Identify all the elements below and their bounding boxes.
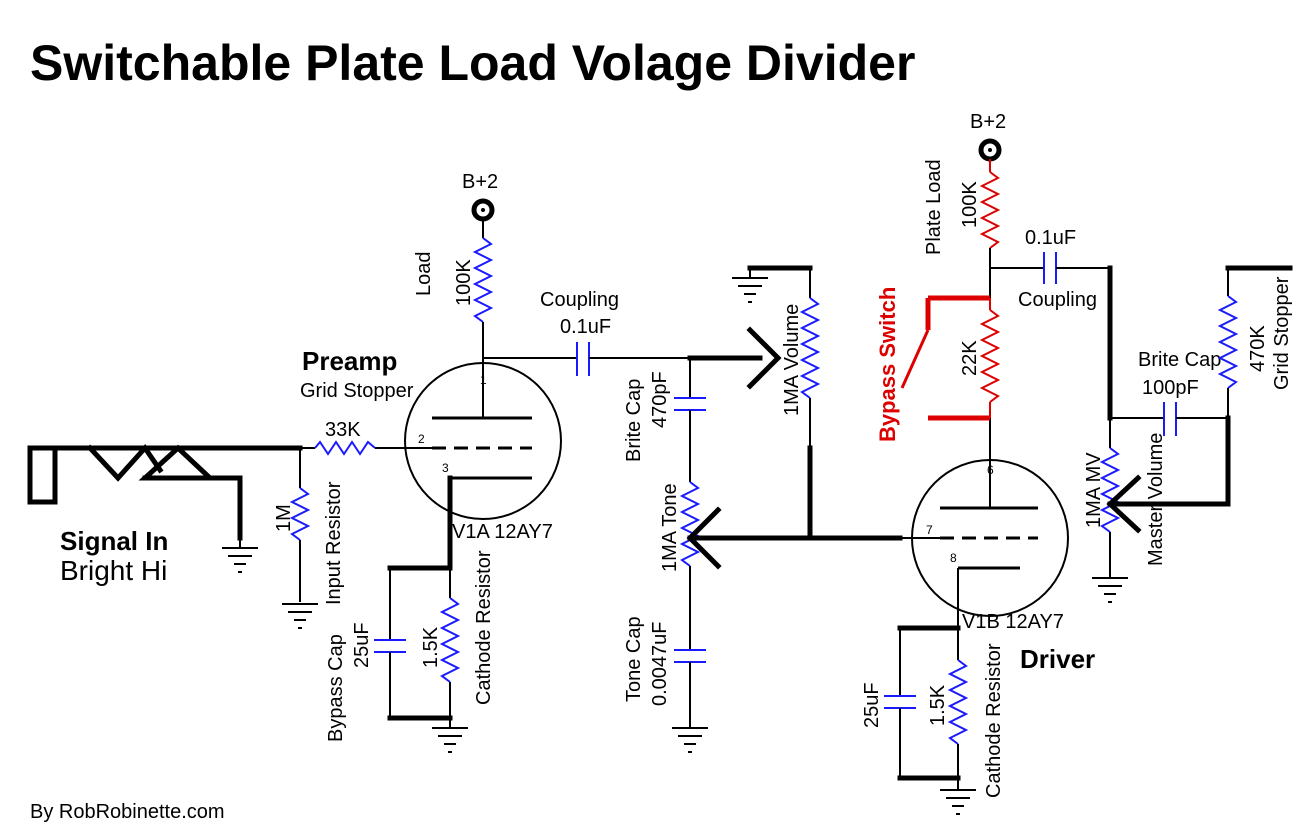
v1a-pin-grid: 2 [418, 432, 425, 446]
input-resistor [289, 487, 311, 541]
volume-wiper-arrow [746, 326, 782, 390]
master-volume-pot [1099, 447, 1121, 533]
preamp-load-value: 100K [453, 259, 475, 306]
tone-brite-cap [674, 397, 706, 411]
driver-cathode-resistor-label: Cathode Resistor [983, 643, 1005, 798]
b-plus-right-label: B+2 [970, 111, 1006, 133]
preamp-load-resistor [472, 237, 494, 323]
volume-label: 1MA Volume [781, 304, 803, 416]
ground-symbol-master [1092, 577, 1128, 603]
ground-symbol-volume [732, 270, 768, 303]
volume-pot [799, 297, 821, 399]
ground-symbol-preamp-cathode [432, 727, 468, 753]
preamp-bypass-cap [374, 639, 406, 653]
input-jack [27, 443, 303, 541]
driver-cathode-resistor-value: 1.5K [927, 684, 949, 726]
divider-resistor-22k [979, 309, 1001, 403]
page-title: Switchable Plate Load Volage Divider [30, 35, 915, 91]
master-grid-stopper-resistor [1217, 295, 1239, 389]
v1a-pin-plate: 1 [480, 373, 487, 387]
coupling-cap-2 [1043, 252, 1057, 284]
preamp-cathode-resistor-value: 1.5K [420, 626, 442, 668]
driver-bypass-cap [884, 695, 916, 709]
v1a-tube-label: V1A 12AY7 [452, 521, 553, 543]
bright-hi-label: Bright Hi [60, 555, 167, 586]
credit-text: By RobRobinette.com [30, 801, 225, 823]
driver-plate-load-resistor [979, 171, 1001, 249]
master-brite-cap-label: Brite Cap [1138, 349, 1221, 371]
input-resistor-label: Input Resistor [323, 481, 345, 605]
driver-heading: Driver [1020, 644, 1095, 674]
preamp-cathode-resistor [439, 597, 461, 683]
master-grid-stopper-value: 470K [1247, 325, 1269, 372]
driver-bypass-cap-value: 25uF [861, 682, 883, 728]
master-grid-stopper-label: Grid Stopper [1271, 276, 1293, 390]
ground-symbol-input-resistor [282, 603, 318, 629]
master-volume-value: 1MA MV [1083, 452, 1105, 528]
v1b-pin-plate: 6 [987, 463, 994, 477]
grid-stopper-resistor [314, 440, 376, 456]
coupling2-value: 0.1uF [1025, 227, 1076, 249]
tone-pot [679, 481, 701, 567]
coupling-cap-1 [576, 342, 590, 376]
ground-symbol-driver-cathode [940, 789, 976, 815]
v1b-pin-grid: 7 [926, 523, 933, 537]
divider-value: 22K [959, 340, 981, 376]
tone-brite-cap-label: Brite Cap [623, 379, 645, 462]
coupling1-value: 0.1uF [560, 316, 611, 338]
preamp-bypass-cap-value: 25uF [351, 622, 373, 668]
preamp-heading: Preamp [302, 346, 397, 376]
tube-v1a [404, 358, 562, 520]
master-brite-cap [1163, 402, 1177, 436]
tone-cap [674, 649, 706, 663]
b-plus-left-label: B+2 [462, 171, 498, 193]
tube-v1b [911, 418, 1069, 617]
grid-stopper-value: 33K [325, 419, 361, 441]
input-resistor-value: 1M [273, 504, 295, 532]
bypass-switch-label: Bypass Switch [875, 287, 900, 442]
coupling1-label: Coupling [540, 289, 619, 311]
signal-in-label: Signal In [60, 526, 168, 556]
tone-cap-label: Tone Cap [623, 616, 645, 702]
driver-cathode-resistor [947, 659, 969, 745]
master-volume-label: Master Volume [1145, 433, 1167, 566]
grid-stopper-label: Grid Stopper [300, 380, 414, 402]
v1b-tube-label: V1B 12AY7 [962, 611, 1064, 633]
ground-symbol-tone [672, 727, 708, 753]
v1b-pin-cathode: 8 [950, 551, 957, 565]
master-brite-cap-value: 100pF [1142, 377, 1199, 399]
driver-plate-load-label: Plate Load [923, 159, 945, 255]
driver-plate-load-value: 100K [959, 181, 981, 228]
preamp-bypass-cap-label: Bypass Cap [325, 634, 347, 742]
coupling2-label: Coupling [1018, 289, 1097, 311]
ground-symbol-input [222, 540, 258, 573]
tone-label: 1MA Tone [659, 483, 681, 572]
tone-brite-cap-value: 470pF [649, 371, 671, 428]
v1a-pin-cathode: 3 [442, 461, 449, 475]
tone-cap-value: 0.0047uF [649, 621, 671, 706]
preamp-load-label: Load [413, 252, 435, 297]
preamp-cathode-resistor-label: Cathode Resistor [473, 550, 495, 705]
bypass-switch[interactable] [900, 298, 931, 389]
